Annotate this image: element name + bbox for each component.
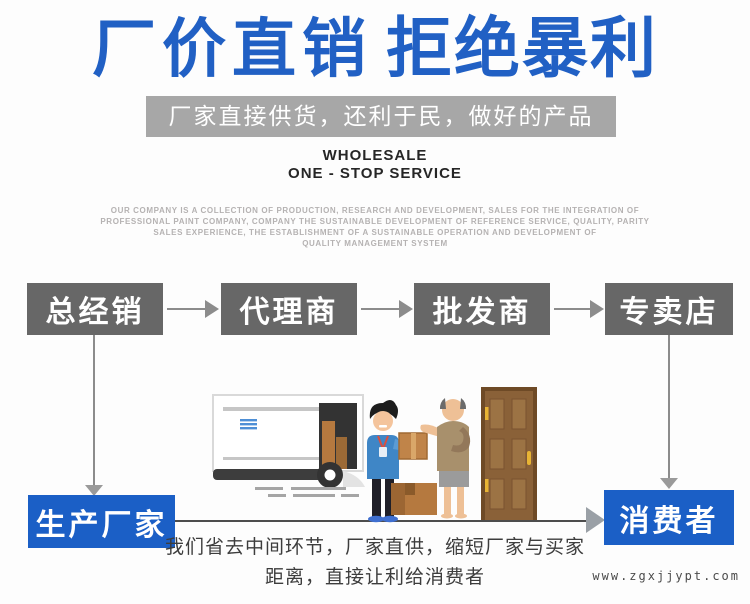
arrow-right-icon [590,300,604,318]
direct-supply-line [175,520,590,522]
direct-supply-note-line1: 我们省去中间环节，厂家直供，缩短厂家与买家 [164,537,585,558]
flow-stage-wholesaler: 批发商 [414,283,550,335]
delivery-truck [212,394,365,497]
arrow-right-icon [399,300,413,318]
connector-producer-line [93,335,95,485]
description-line: OUR COMPANY IS A COLLECTION OF PRODUCTIO… [110,206,640,215]
watermark-url: www.zgxjjypt.com [592,569,740,583]
customer-man [420,398,471,519]
title-light-segment: 厂价直销 [92,13,372,85]
arrow-down-icon [85,485,103,496]
flow-stage-specialty-store: 专卖店 [605,283,733,335]
arrow-right-line [361,308,399,310]
description-line: SALES EXPERIENCE, THE ESTABLISHMENT OF A… [153,228,597,237]
description-line: QUALITY MANAGEMENT SYSTEM [302,239,448,248]
cardboard-boxes [391,432,437,515]
page-title: 厂价直销拒绝暴利 [0,6,750,109]
consumer-box: 消费者 [604,490,734,545]
flow-stage-general-distributor: 总经销 [27,283,163,335]
direct-supply-note-line2: 距离，直接让利给消费者 [264,567,485,588]
arrow-down-icon [660,478,678,489]
delivery-illustration [212,387,537,523]
wholesale-heading: WHOLESALE [322,147,428,164]
company-description: OUR COMPANY IS A COLLECTION OF PRODUCTIO… [0,205,750,249]
subtitle-banner: 厂家直接供货，还利于民，做好的产品 [146,96,616,137]
arrow-right-line [167,308,205,310]
description-line: PROFESSIONAL PAINT COMPANY, COMPANY THE … [100,217,650,226]
direct-supply-arrow-icon [586,507,605,533]
arrow-right-line [554,308,590,310]
producer-box: 生产厂家 [28,495,175,548]
flow-stage-agent: 代理商 [221,283,357,335]
title-bold-segment: 拒绝暴利 [386,11,658,85]
one-stop-service-heading: ONE - STOP SERVICE [288,165,462,182]
arrow-right-icon [205,300,219,318]
door [481,387,537,520]
connector-consumer-line [668,335,670,478]
